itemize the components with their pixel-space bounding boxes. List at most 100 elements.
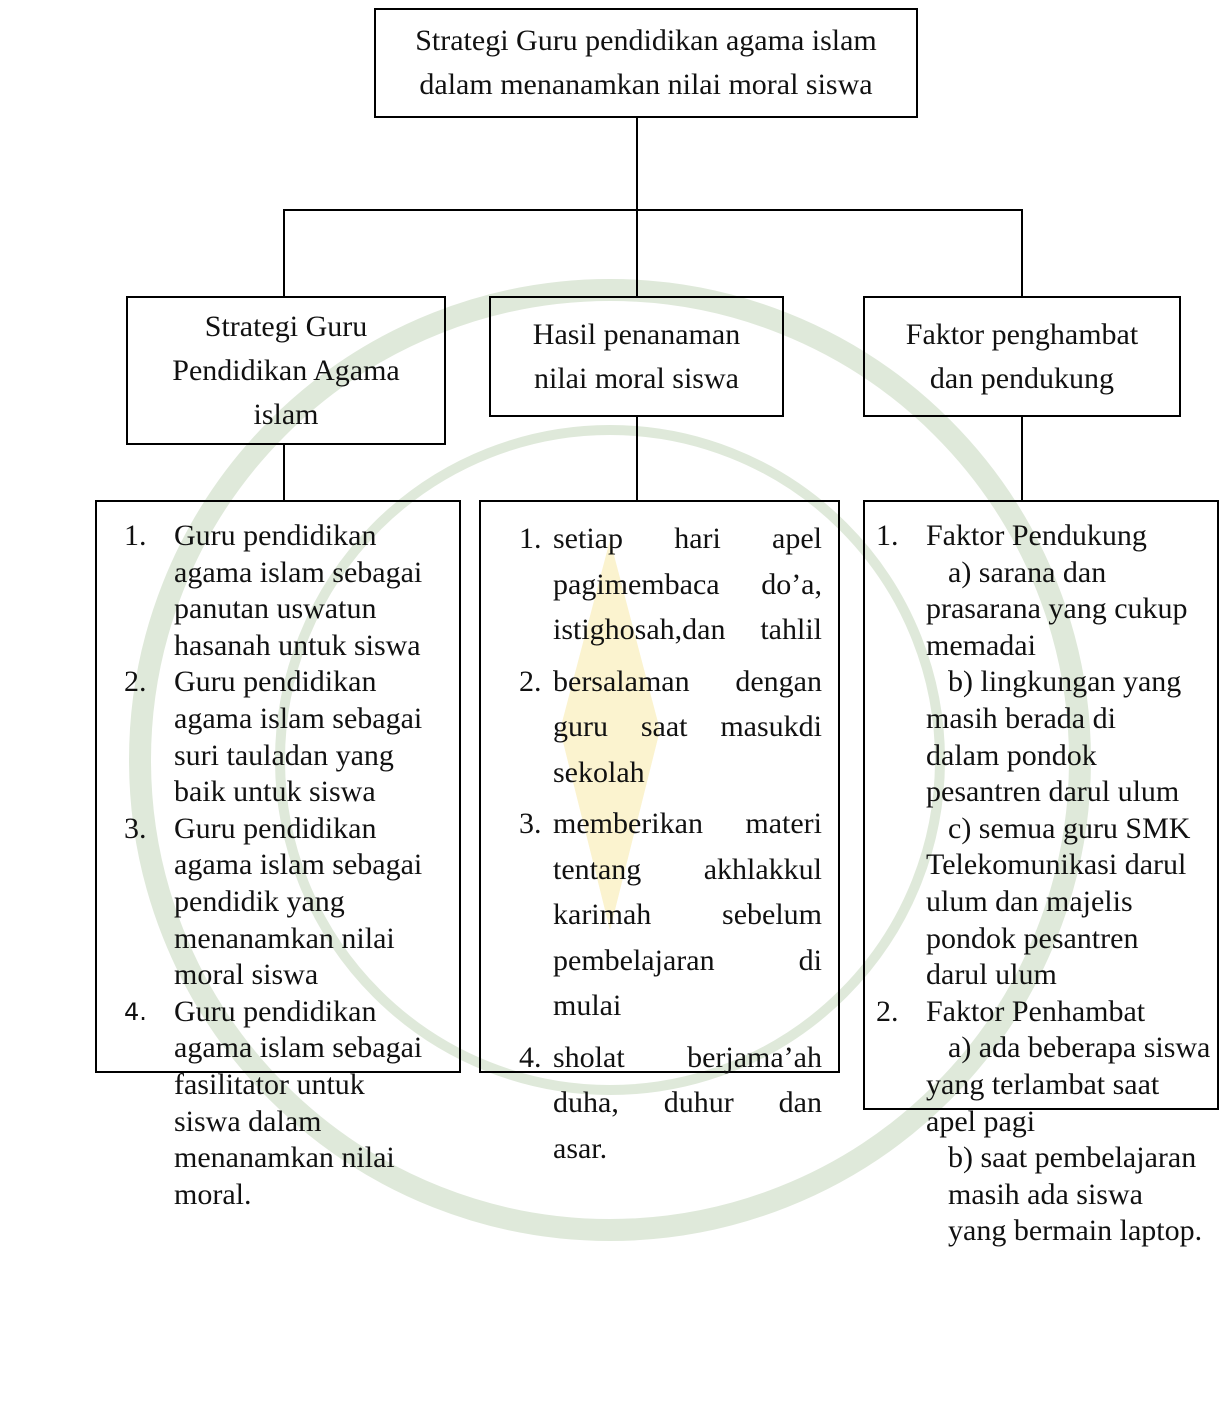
list-item-line: pondok pesantren (926, 921, 1139, 955)
connector-right-down (1021, 209, 1023, 296)
list-item-line: moral siswa (174, 958, 319, 992)
list-item-line: a) ada beberapa siswa (948, 1031, 1211, 1065)
list-item-line: pesantren darul ulum (926, 775, 1180, 809)
list-item-number: 3. (124, 811, 147, 845)
list-item-line: masih ada siswa (948, 1177, 1143, 1211)
list-item-line: agama islam sebagai (174, 555, 423, 589)
strategy-list: 1. Guru pendidikan agama islam sebagai p… (124, 518, 454, 1213)
list-item-number: 2. (519, 664, 542, 698)
list-item-line: sekolah (553, 755, 645, 789)
list-item-line: fasilitator untuk (174, 1067, 365, 1101)
list-item: 1. Guru pendidikan agama islam sebagai p… (124, 518, 454, 664)
list-item-line: b) lingkungan yang (948, 665, 1182, 699)
list-item-line: darul ulum (926, 958, 1057, 992)
list-item-number: 1. (124, 519, 147, 552)
list-item-number: 1. (519, 522, 542, 555)
list-item-line: dalam pondok (926, 738, 1097, 772)
branch-factors-line-2: dan pendukung (929, 361, 1115, 395)
list-item-number: 3. (519, 807, 542, 840)
list-item: 2. Faktor Penhambat a) ada beberapa sisw… (876, 994, 1216, 1250)
list-item-line: mulai (553, 989, 622, 1022)
list-item-line: menanamkan nilai (174, 1141, 395, 1175)
connector-middle-to-list (636, 416, 638, 500)
connector-left-to-list (283, 444, 285, 500)
list-item-line: agama islam sebagai (174, 701, 423, 735)
root-node-line-2: dalam menanamkan nilai moral siswa (419, 68, 873, 101)
branch-node-strategy: Strategi Guru Pendidikan Agama islam (126, 296, 446, 445)
list-item-line: ulum dan majelis (926, 884, 1133, 918)
list-item-line: suri tauladan yang (174, 738, 394, 772)
list-item: 3. Guru pendidikan agama islam sebagai p… (124, 811, 454, 994)
list-item-line: baik untuk siswa (174, 775, 376, 809)
list-item-line: Guru pendidikan (174, 519, 377, 552)
list-item-line: Guru pendidikan (174, 665, 377, 699)
branch-results-line-2: nilai moral siswa (534, 361, 739, 395)
list-item-line: agama islam sebagai (174, 1031, 423, 1065)
list-item-number: 4. (519, 1040, 542, 1074)
list-item-number: 2. (876, 994, 899, 1028)
detail-box-strategy (95, 500, 461, 1073)
list-item-heading: Faktor Penhambat (926, 994, 1146, 1028)
list-item-line: c) semua guru SMK (948, 811, 1191, 845)
root-node: Strategi Guru pendidikan agama islam dal… (374, 8, 918, 118)
list-item-line: yang bermain laptop. (948, 1214, 1203, 1248)
branch-results-line-1: Hasil penanaman (532, 317, 741, 351)
list-item: 4. Guru pendidikan agama islam sebagai f… (124, 994, 454, 1214)
list-item-line: hasanah untuk siswa (174, 628, 421, 662)
list-item-number: 2. (124, 665, 147, 699)
list-item-line: memadai (926, 628, 1036, 662)
list-item-line: siswa dalam (174, 1104, 322, 1138)
list-item-line: moral. (174, 1177, 252, 1211)
list-item-line: pendidik yang (174, 884, 345, 918)
list-item-line: Telekomunikasi darul (926, 848, 1187, 882)
list-item-line: menanamkan nilai (174, 921, 395, 955)
detail-box-results (479, 500, 840, 1073)
list-item-number: 4. (124, 997, 147, 1026)
list-item-line: prasarana yang cukup (926, 592, 1188, 626)
connector-root-down (636, 118, 638, 210)
list-item-line: agama islam sebagai (174, 848, 423, 882)
list-item-line: asar. (553, 1131, 608, 1165)
branch-factors-line-1: Faktor penghambat (905, 317, 1139, 351)
list-item: 2. Guru pendidikan agama islam sebagai s… (124, 664, 454, 810)
list-item-line: apel pagi (926, 1104, 1036, 1138)
list-item-line: Guru pendidikan (174, 994, 377, 1028)
connector-right-to-list (1021, 416, 1023, 500)
list-item-line: panutan uswatun (174, 592, 377, 626)
branch-strategy-line-1: Strategi Guru (204, 309, 368, 343)
branch-node-results: Hasil penanaman nilai moral siswa (489, 296, 784, 417)
list-item-line: b) saat pembelajaran (948, 1141, 1197, 1175)
branch-strategy-line-2: Pendidikan Agama (172, 353, 400, 387)
list-item-line: a) sarana dan (948, 555, 1107, 589)
factors-list: 1. Faktor Pendukung a) sarana dan prasar… (876, 518, 1216, 1250)
connector-horizontal (283, 209, 1023, 211)
list-item-heading: Faktor Pendukung (926, 519, 1147, 552)
list-item: 1. Faktor Pendukung a) sarana dan prasar… (876, 518, 1216, 994)
list-item-line: yang terlambat saat (926, 1067, 1160, 1101)
list-item-line: masih berada di (926, 701, 1116, 735)
root-node-line-1: Strategi Guru pendidikan agama islam (415, 24, 877, 57)
list-item-number: 1. (876, 519, 899, 552)
list-item-line: Guru pendidikan (174, 811, 377, 845)
branch-strategy-line-3: islam (253, 397, 319, 431)
connector-middle-down (636, 209, 638, 296)
connector-left-down (283, 209, 285, 296)
branch-node-factors: Faktor penghambat dan pendukung (863, 296, 1181, 417)
detail-box-factors (863, 500, 1219, 1110)
